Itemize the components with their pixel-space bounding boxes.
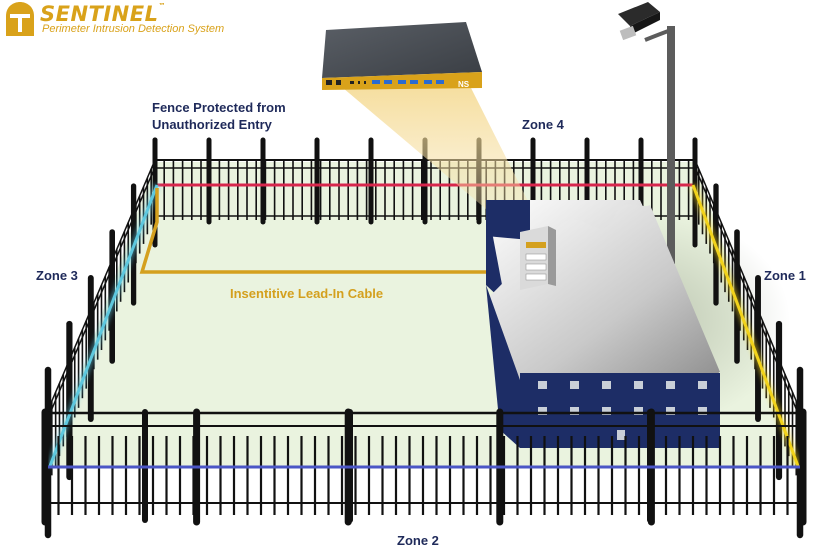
camera-arm — [644, 28, 672, 42]
building-window — [634, 407, 643, 415]
building-window — [698, 381, 707, 389]
security-camera-icon — [618, 2, 660, 41]
building-window — [570, 381, 579, 389]
building — [486, 200, 720, 448]
control-unit-icon — [520, 226, 556, 290]
lead-in-cable-line — [139, 188, 488, 274]
network-controller-icon: NS — [322, 22, 482, 90]
fence-label-line1: Fence Protected from — [152, 100, 286, 115]
helmet-logo-icon — [6, 2, 34, 36]
brand-subtitle: Perimeter Intrusion Detection System — [42, 23, 225, 35]
building-window — [602, 381, 611, 389]
fence-label-line2: Unauthorized Entry — [152, 117, 272, 132]
brand-trademark: ™ — [158, 2, 166, 10]
building-window — [570, 407, 579, 415]
building-door — [617, 430, 625, 440]
building-window — [538, 407, 547, 415]
building-window — [698, 407, 707, 415]
zone3-label: Zone 3 — [36, 268, 78, 283]
zone1-sensor-line — [691, 184, 800, 467]
zone3-sensor-line — [48, 184, 159, 467]
lead-in-cable-label: Insentitive Lead-In Cable — [230, 286, 384, 301]
brand-name: SENTINEL — [40, 2, 159, 26]
building-window — [602, 407, 611, 415]
fence-label: Fence Protected from Unauthorized Entry — [152, 99, 286, 133]
building-window — [666, 381, 675, 389]
brand-title: SENTINEL™ — [40, 2, 166, 26]
building-windows — [538, 381, 707, 415]
camera-pole — [667, 26, 675, 264]
zone4-label: Zone 4 — [522, 117, 564, 132]
device-badge: NS — [458, 80, 470, 89]
building-window — [666, 407, 675, 415]
building-window — [538, 381, 547, 389]
zone1-label: Zone 1 — [764, 268, 806, 283]
building-window — [634, 381, 643, 389]
zone2-label: Zone 2 — [397, 533, 439, 548]
